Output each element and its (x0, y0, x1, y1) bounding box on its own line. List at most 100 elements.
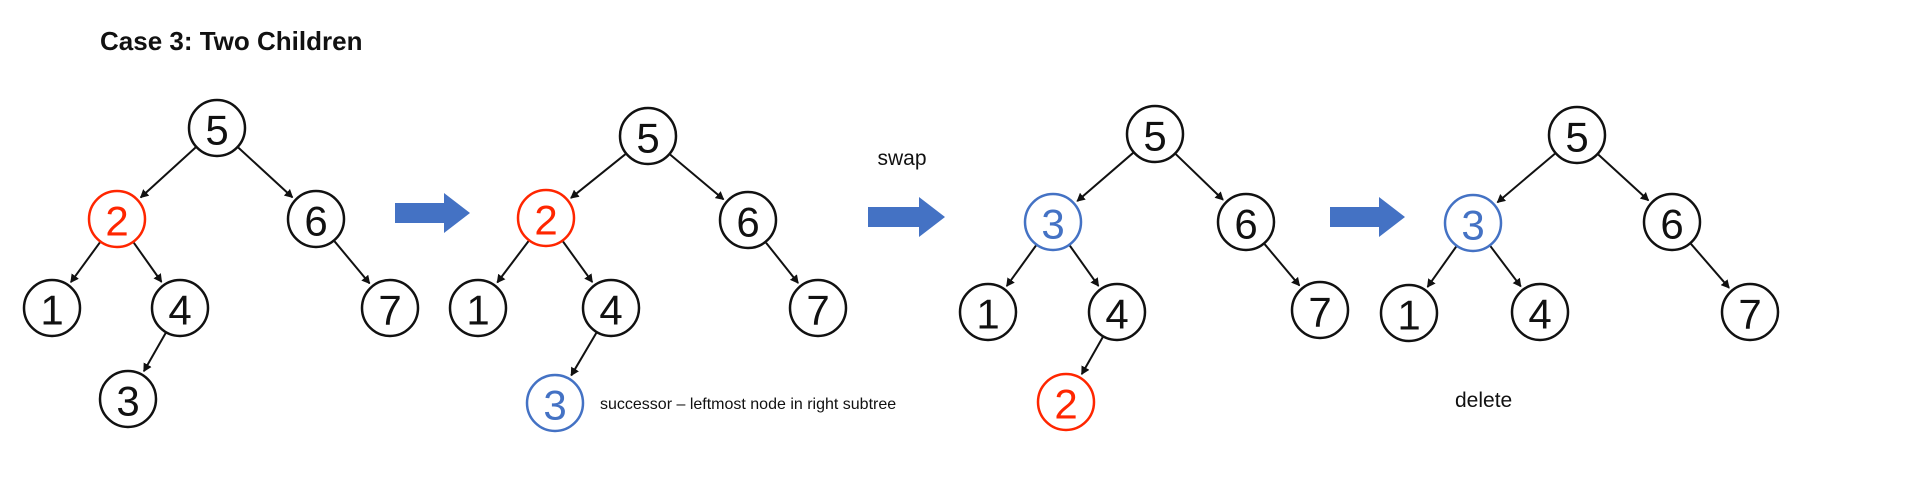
node-circle (958, 282, 1018, 342)
node-t3-3: 3 (1023, 192, 1083, 252)
node-circle (1125, 104, 1185, 164)
successor-note-label: successor – leftmost node in right subtr… (600, 396, 897, 413)
swap-label: swap (877, 147, 927, 170)
node-circle (360, 278, 420, 338)
tree-deleted: 5 3 6 1 4 7 (1379, 105, 1780, 343)
node-value: 6 (1234, 201, 1257, 248)
node-value: 5 (1143, 113, 1166, 160)
node-t2-4: 4 (581, 278, 641, 338)
edge-t1-2-1 (70, 241, 101, 283)
node-circle (525, 373, 585, 433)
node-t4-7: 7 (1720, 282, 1780, 342)
node-value: 7 (806, 287, 829, 334)
node-t4-4: 4 (1510, 282, 1570, 342)
step-arrow-1 (395, 193, 470, 233)
node-t1-4: 4 (150, 278, 210, 338)
node-circle (286, 189, 346, 249)
delete-label: delete (1455, 389, 1513, 412)
edge-t1-5-6 (237, 146, 294, 199)
node-t3-1: 1 (958, 282, 1018, 342)
node-value: 1 (466, 287, 489, 334)
node-value: 6 (736, 199, 759, 246)
node-circle (618, 106, 678, 166)
node-t4-5: 5 (1547, 105, 1607, 165)
node-t2-7: 7 (788, 278, 848, 338)
edge-t2-5-6 (669, 153, 725, 201)
node-circle (1510, 282, 1570, 342)
node-circle (1023, 192, 1083, 252)
node-circle (1216, 192, 1276, 252)
node-value: 7 (1308, 289, 1331, 336)
node-t3-6: 6 (1216, 192, 1276, 252)
node-value: 2 (1054, 381, 1077, 428)
node-value: 1 (40, 287, 63, 334)
node-circle (98, 369, 158, 429)
node-value: 4 (599, 287, 622, 334)
node-circle (516, 188, 576, 248)
node-t2-2: 2 (516, 188, 576, 248)
node-circle (22, 278, 82, 338)
step-arrow-2 (868, 197, 945, 237)
node-circle (1642, 192, 1702, 252)
edge-t1-4-3 (143, 332, 167, 373)
node-t4-3: 3 (1443, 193, 1503, 253)
edge-t4-5-3 (1496, 152, 1556, 204)
edge-t1-2-4 (132, 242, 163, 283)
node-t3-4: 4 (1087, 282, 1147, 342)
edge-t2-6-7 (765, 242, 799, 284)
edge-t2-2-1 (496, 240, 530, 284)
tree-swapped: 5 3 6 1 4 7 2 (958, 104, 1350, 432)
node-value: 3 (543, 382, 566, 429)
node-circle (448, 278, 508, 338)
edge-t4-3-4 (1489, 245, 1522, 288)
node-circle (1036, 372, 1096, 432)
node-value: 4 (1105, 291, 1128, 338)
node-t1-7: 7 (360, 278, 420, 338)
node-value: 4 (1528, 291, 1551, 338)
node-value: 7 (1738, 291, 1761, 338)
step-arrow-3 (1330, 197, 1405, 237)
node-value: 5 (636, 115, 659, 162)
edge-t2-2-4 (562, 240, 594, 283)
node-circle (1290, 280, 1350, 340)
node-circle (1087, 282, 1147, 342)
node-value: 6 (1660, 201, 1683, 248)
node-value: 2 (534, 197, 557, 244)
node-t1-6: 6 (286, 189, 346, 249)
edge-t3-6-7 (1263, 243, 1301, 287)
edge-t3-5-6 (1175, 153, 1224, 201)
node-t3-2: 2 (1036, 372, 1096, 432)
node-t2-1: 1 (448, 278, 508, 338)
node-circle (581, 278, 641, 338)
diagram-root: 5 2 6 1 4 7 3 5 2 6 1 4 7 3 5 3 6 1 4 7 2 5 3 6 1 4 7 (22, 98, 1780, 433)
node-circle (1720, 282, 1780, 342)
node-value: 5 (205, 107, 228, 154)
node-t3-5: 5 (1125, 104, 1185, 164)
edge-t3-3-4 (1068, 245, 1100, 287)
tree-successor: 5 2 6 1 4 7 3 (448, 106, 848, 433)
edge-t3-5-3 (1076, 152, 1134, 202)
edge-t3-3-1 (1005, 244, 1037, 287)
page-title: Case 3: Two Children (100, 26, 363, 56)
node-value: 4 (168, 287, 191, 334)
node-t3-7: 7 (1290, 280, 1350, 340)
edge-t4-5-6 (1597, 153, 1650, 202)
node-value: 5 (1565, 114, 1588, 161)
node-circle (718, 190, 778, 250)
node-value: 2 (105, 198, 128, 245)
node-circle (150, 278, 210, 338)
node-value: 3 (116, 378, 139, 425)
node-t2-5: 5 (618, 106, 678, 166)
node-value: 3 (1041, 201, 1064, 248)
node-t1-1: 1 (22, 278, 82, 338)
tree-initial: 5 2 6 1 4 7 3 (22, 98, 420, 429)
node-t4-1: 1 (1379, 283, 1439, 343)
node-circle (1379, 283, 1439, 343)
node-value: 7 (378, 287, 401, 334)
node-circle (788, 278, 848, 338)
node-value: 6 (304, 198, 327, 245)
edge-t2-4-3 (570, 332, 598, 377)
edge-t4-6-7 (1690, 243, 1730, 289)
node-t1-2: 2 (87, 189, 147, 249)
